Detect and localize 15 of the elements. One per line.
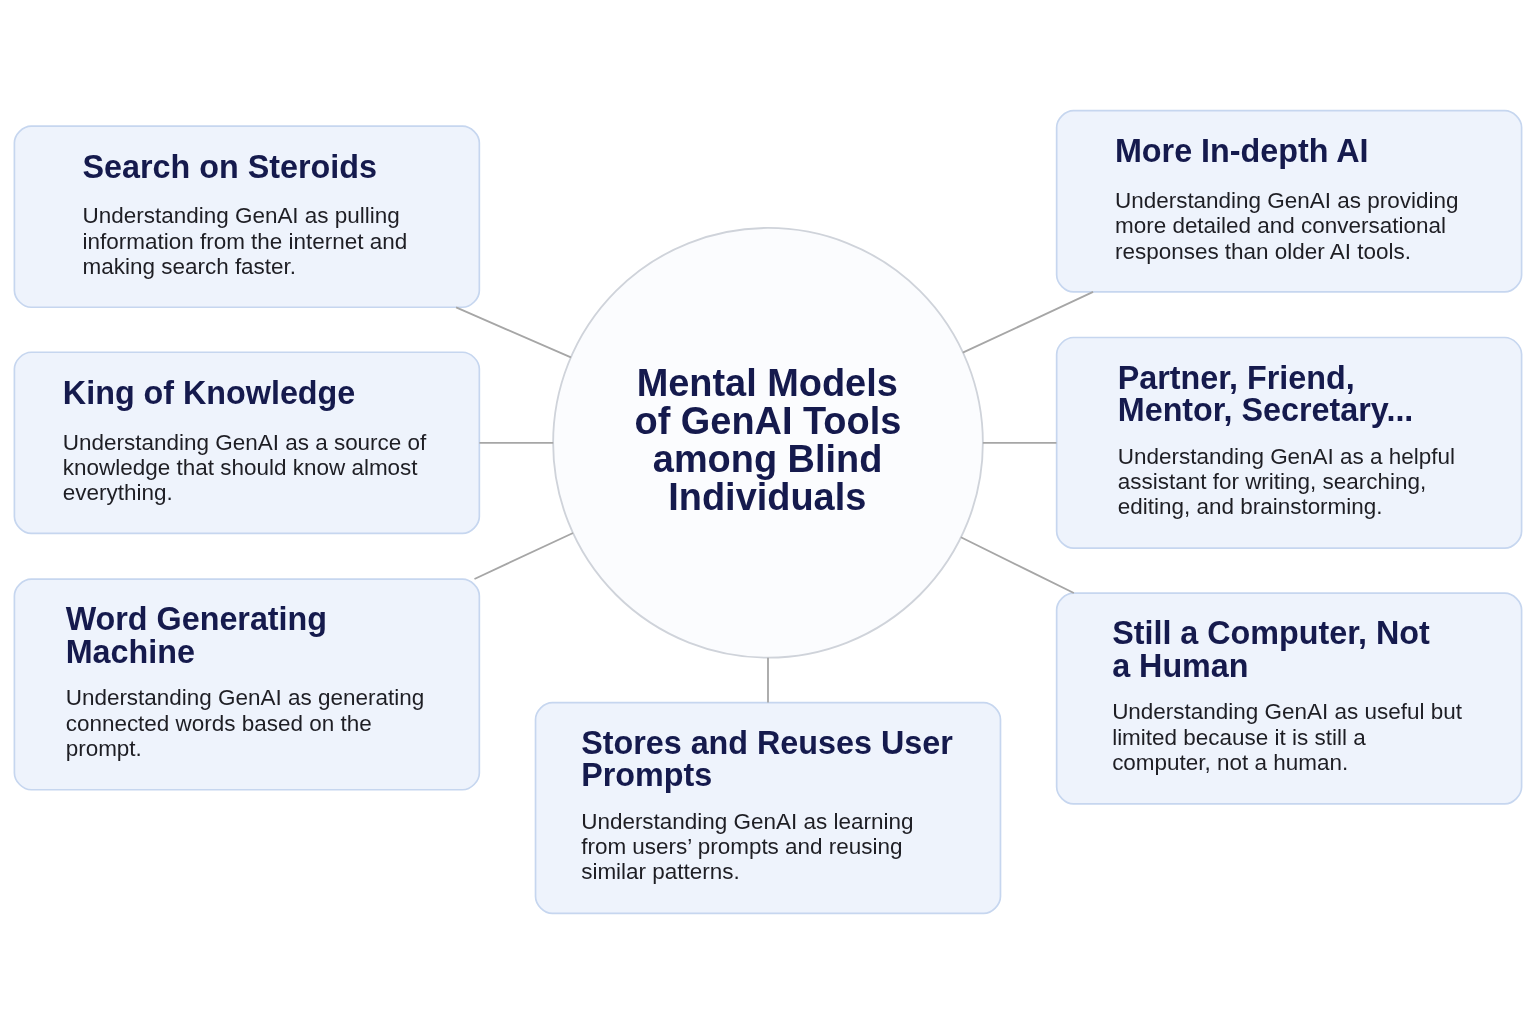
node-box: Still a Computer, Not a Human Understanding GenAI as useful but limited because it is still a computer, not a human.: [1055, 592, 1523, 805]
connector: [478, 441, 555, 444]
node-box: King of Knowledge Understanding GenAI as a source of knowledge that should know almost everything.: [13, 351, 481, 535]
connector: [961, 291, 1094, 354]
connector: [767, 656, 769, 704]
connector: [455, 306, 572, 359]
node-box: Stores and Reuses User Prompts Understanding GenAI as learning from users’ prompts and reusing similar patterns.: [534, 701, 1002, 915]
connector: [473, 532, 574, 580]
node-box: Word Generating Machine Understanding GenAI as generating connected words based on the prompt.: [13, 578, 481, 791]
node-box: Search on Steroids Understanding GenAI as pulling information from the internet and making search faster.: [13, 125, 481, 309]
node-box: More In-depth AI Understanding GenAI as providing more detailed and conversational responses than older AI tools.: [1055, 109, 1523, 293]
node-box: Partner, Friend, Mentor, Secretary... Understanding GenAI as a helpful assistant for writing, searching, editing, and brainstorming.: [1055, 336, 1523, 549]
node-circle: Mental Models of GenAI Tools among Blind Individuals: [552, 227, 984, 659]
connector: [981, 441, 1058, 444]
connector: [960, 536, 1075, 594]
